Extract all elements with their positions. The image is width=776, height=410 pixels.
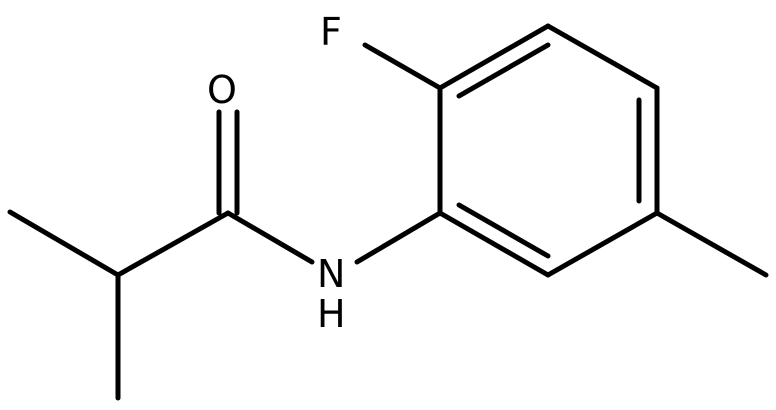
bond-nitrogen-to-ring — [354, 210, 443, 265]
ring-bond-c5-c6 — [545, 210, 660, 278]
bond-ring-to-methyl — [654, 210, 769, 278]
bond-methyl-left-to-ch — [7, 209, 121, 278]
bond-ch-to-carbonyl — [115, 210, 231, 278]
ring-bond-c2-c3 — [437, 23, 551, 91]
ring-bond-c3-c4 — [545, 23, 660, 91]
nitrogen-label: N — [317, 252, 345, 296]
ring-bond-c6-c1 — [437, 210, 551, 278]
bond-ring-to-fluorine — [362, 42, 443, 91]
oxygen-label: O — [207, 68, 237, 112]
fluorine-label: F — [320, 10, 342, 54]
ring-inner-bond-c6-c1 — [456, 202, 551, 259]
bond-carbonyl-to-nitrogen — [225, 210, 315, 265]
ring-inner-bond-c2-c3 — [456, 42, 551, 99]
hydrogen-label: H — [317, 292, 346, 336]
